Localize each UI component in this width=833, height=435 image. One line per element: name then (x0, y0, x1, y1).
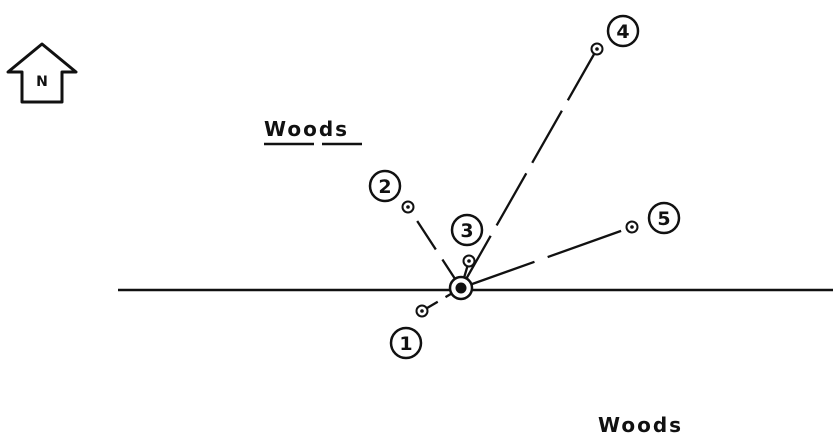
center-point-core (455, 282, 467, 294)
point-label-5: 5 (647, 201, 681, 235)
woods-lower-label: Woods (598, 413, 683, 435)
station-marker-4 (590, 42, 604, 56)
point-label-3: 3 (450, 213, 484, 247)
station-markers (401, 42, 639, 318)
point-label-4-text: 4 (616, 21, 629, 43)
station-marker-2 (401, 200, 415, 214)
north-label: N (36, 74, 48, 90)
point-label-3-text: 3 (460, 220, 473, 242)
center-point (448, 275, 474, 301)
point-label-2: 2 (368, 169, 402, 203)
woods-upper-label: Woods (264, 117, 349, 141)
station-marker-1 (415, 304, 429, 318)
point-label-1-text: 1 (399, 333, 412, 355)
point-label-2-text: 2 (378, 176, 391, 198)
connector-lines (407, 48, 633, 312)
point-label-5-text: 5 (657, 208, 670, 230)
connector-line-4 (460, 48, 598, 289)
connector-line-2 (407, 206, 462, 289)
point-label-1: 1 (389, 326, 423, 360)
point-label-4: 4 (606, 14, 640, 48)
north-arrow: N (6, 42, 78, 104)
point-labels: 1 2 3 4 5 (368, 14, 681, 360)
station-marker-5 (625, 220, 639, 234)
woods-upper: Woods (264, 117, 362, 146)
station-marker-3 (462, 254, 476, 268)
north-arrow-icon (6, 42, 78, 104)
connector-line-5 (460, 225, 633, 290)
